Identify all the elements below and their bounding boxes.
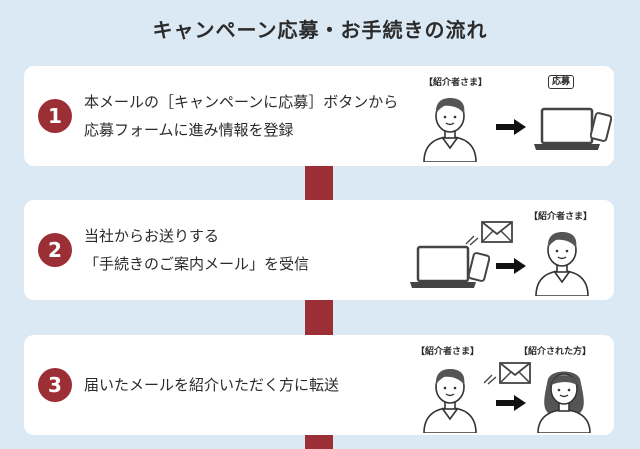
role-label-referrer: 【紹介者さま】 bbox=[416, 347, 480, 357]
step-text-line: 当社からお送りする bbox=[84, 227, 220, 245]
step-description: 当社からお送りする 「手続きのご案内メール」を受信 bbox=[84, 222, 309, 278]
mail-icon bbox=[498, 361, 532, 385]
motion-lines-icon bbox=[482, 369, 498, 385]
step-number-badge: 1 bbox=[38, 99, 72, 133]
smartphone-icon bbox=[590, 112, 612, 142]
role-label-referrer: 【紹介者さま】 bbox=[529, 212, 593, 222]
step-connector bbox=[305, 434, 333, 449]
arrow-right-icon bbox=[496, 119, 526, 135]
step-card-2: 2 当社からお送りする 「手続きのご案内メール」を受信 【紹介者さま】 bbox=[24, 200, 614, 300]
role-label-referred: 【紹介された方】 bbox=[519, 347, 592, 357]
person-icon bbox=[420, 92, 480, 162]
step-number-badge: 2 bbox=[38, 233, 72, 267]
woman-icon bbox=[534, 363, 594, 433]
step-description: 本メールの［キャンペーンに応募］ボタンから 応募フォームに進み情報を登録 bbox=[84, 88, 398, 144]
step-connector bbox=[305, 165, 333, 202]
step-card-3: 3 届いたメールを紹介いただく方に転送 【紹介者さま】 【紹介された方】 bbox=[24, 335, 614, 435]
step-card-1: 1 本メールの［キャンペーンに応募］ボタンから 応募フォームに進み情報を登録 【… bbox=[24, 66, 614, 166]
smartphone-icon bbox=[468, 252, 490, 282]
arrow-right-icon bbox=[496, 258, 526, 274]
role-label-referrer: 【紹介者さま】 bbox=[424, 78, 488, 88]
step-text-line: 「手続きのご案内メール」を受信 bbox=[84, 255, 310, 273]
step-text-line: 届いたメールを紹介いただく方に転送 bbox=[84, 376, 340, 394]
step-number-badge: 3 bbox=[38, 368, 72, 402]
step-description: 届いたメールを紹介いただく方に転送 bbox=[84, 371, 339, 399]
step-text-line: 応募フォームに進み情報を登録 bbox=[84, 121, 294, 139]
apply-label: 応募 bbox=[548, 75, 575, 89]
person-icon bbox=[532, 226, 592, 296]
person-icon bbox=[420, 363, 480, 433]
step-text-line: 本メールの［キャンペーンに応募］ボタンから bbox=[84, 93, 399, 111]
page-title: キャンペーン応募・お手続きの流れ bbox=[152, 18, 488, 42]
mail-icon bbox=[480, 220, 514, 244]
arrow-right-icon bbox=[496, 395, 526, 411]
step-connector bbox=[305, 300, 333, 337]
